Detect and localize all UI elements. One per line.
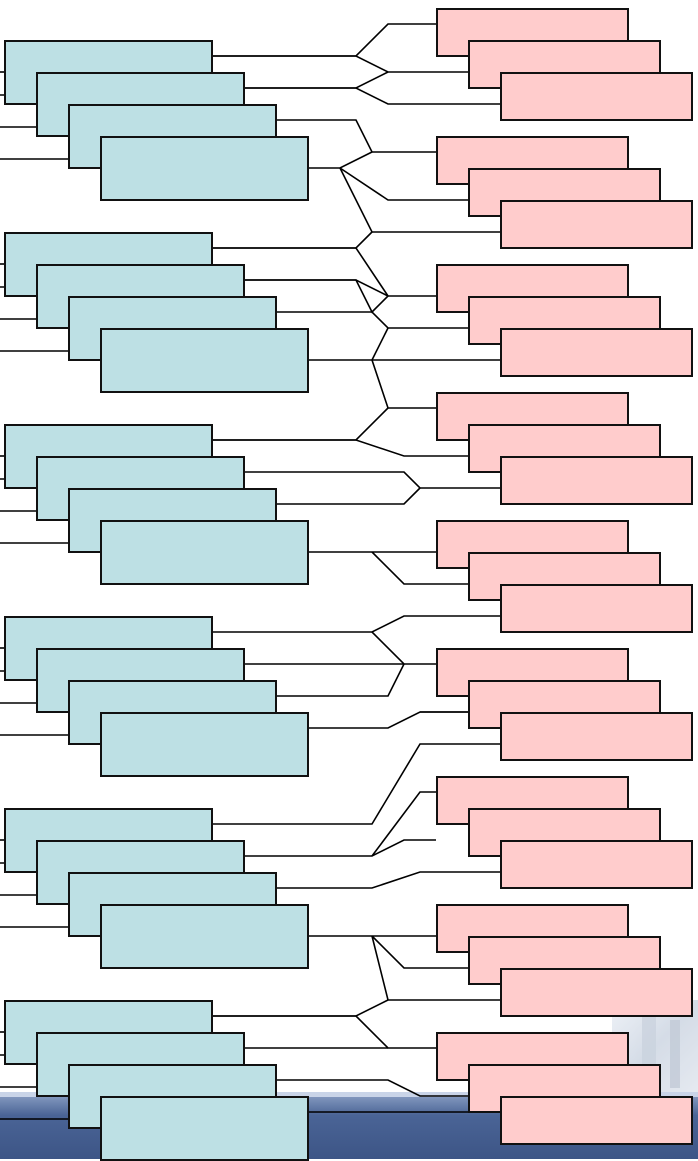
connector-line: [244, 71, 389, 89]
connector-line: [371, 791, 436, 857]
output-box: [500, 72, 693, 121]
connector-line: [212, 1015, 436, 1049]
connector-line: [276, 663, 405, 697]
input-box: [100, 1096, 309, 1161]
output-box: [500, 456, 693, 505]
connector-line: [276, 487, 421, 505]
connector-line: [308, 151, 373, 169]
input-box: [100, 136, 309, 201]
input-box: [100, 328, 309, 393]
output-box: [500, 968, 693, 1017]
connector-line: [371, 551, 468, 585]
output-box: [500, 1096, 693, 1145]
connector-line: [244, 279, 389, 297]
connector-line: [371, 327, 389, 361]
connector-line: [212, 439, 468, 457]
connector-line: [212, 55, 468, 73]
input-box: [100, 520, 309, 585]
connector-line: [276, 119, 436, 153]
connector-line: [212, 247, 436, 297]
output-box: [500, 840, 693, 889]
connector-line: [244, 471, 500, 489]
connector-line: [244, 279, 389, 314]
output-box: [500, 328, 693, 377]
input-box: [100, 712, 309, 777]
output-box: [500, 712, 693, 761]
connector-line: [276, 1079, 468, 1097]
connector-line: [212, 743, 500, 825]
connector-line: [244, 87, 500, 105]
connector-line: [276, 311, 468, 329]
connector-line: [244, 839, 436, 857]
connector-line: [371, 935, 468, 969]
input-box: [100, 904, 309, 969]
connector-line: [371, 359, 436, 409]
connector-line: [212, 615, 500, 633]
output-box: [500, 584, 693, 633]
connector-line: [212, 999, 389, 1017]
connector-line: [276, 871, 500, 889]
connector-line: [212, 231, 373, 249]
connector-line: [308, 711, 468, 729]
output-box: [500, 200, 693, 249]
connector-line: [212, 407, 389, 441]
connector-line: [339, 167, 468, 201]
connector-line: [371, 631, 436, 665]
connector-line: [212, 23, 436, 57]
